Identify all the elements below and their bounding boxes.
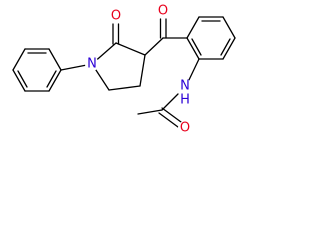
benzene-inner-double-bond: [220, 38, 231, 56]
bond-layer: [12, 16, 236, 128]
phenyl-inner-double-bond: [17, 70, 28, 88]
benzene-bond: [186, 37, 200, 60]
acetyl-carbonyl-double-bond: [158, 112, 179, 128]
atom-label-layer: O O N N H O: [85, 4, 192, 136]
lactam-c-c-bond: [115, 42, 146, 56]
phenyl-bond: [12, 69, 26, 92]
benzene-to-amide-n-bond: [187, 58, 200, 83]
amide-n-c-bond: [161, 93, 179, 111]
benzene-bond: [222, 37, 236, 60]
molecule-structure-diagram: O O N N H O: [12, 4, 236, 136]
phenyl-bond: [12, 48, 26, 71]
ring-nitrogen-label: N: [87, 57, 97, 72]
lactam-oxygen-label: O: [111, 9, 121, 24]
phenyl-bond: [48, 69, 62, 92]
acetyl-oxygen-label: O: [180, 121, 190, 136]
acetyl-methyl-bond: [137, 109, 163, 115]
phenyl-inner-double-bond: [46, 70, 57, 88]
phenyl-bond: [48, 48, 62, 71]
benzene-bond: [222, 16, 236, 39]
ring-c-c-bond: [139, 54, 146, 87]
benzene-bond: [186, 16, 200, 39]
ketone-oxygen-label: O: [158, 4, 168, 19]
benzene-inner-double-bond: [191, 38, 202, 56]
amide-hydrogen-label: H: [180, 93, 190, 108]
ring-c-c-bond: [108, 85, 141, 91]
ring-to-ketone-bond: [144, 37, 164, 56]
acetyl-carbonyl-double-bond: [161, 107, 182, 123]
amide-nitrogen-label: N: [180, 79, 190, 94]
